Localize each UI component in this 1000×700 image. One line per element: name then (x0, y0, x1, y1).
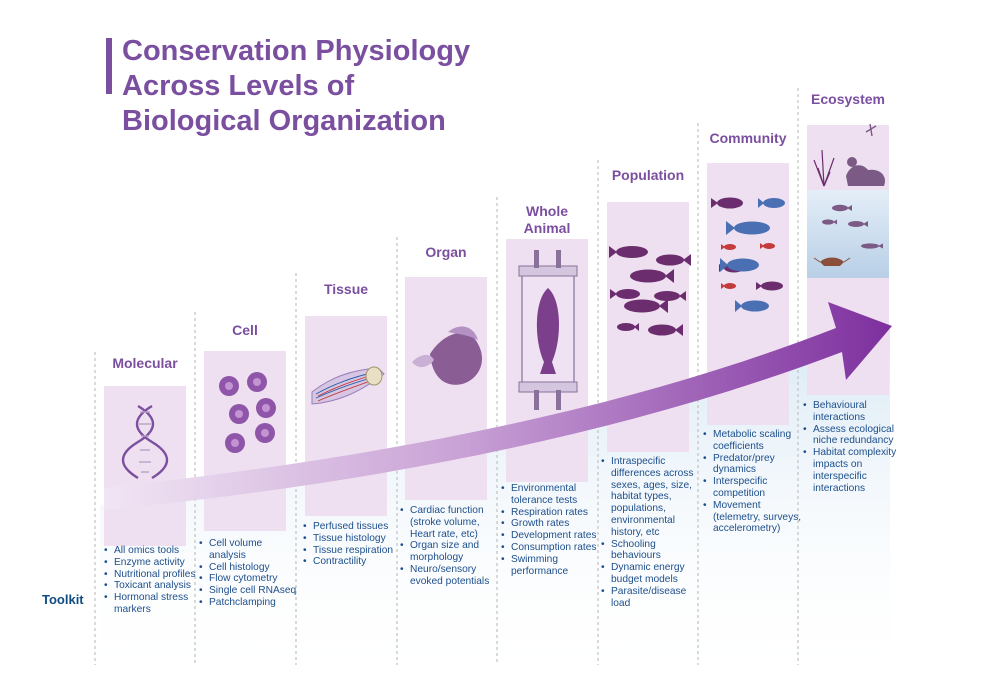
list-item: Swimming performance (501, 554, 605, 578)
fish-in-respirometer-icon (518, 250, 578, 410)
list-item: Behavioural interactions (803, 400, 903, 424)
list-item: Cardiac function (stroke volume, Heart r… (400, 505, 503, 540)
toolkit-list-tissue: Perfused tissues Tissue histology Tissue… (302, 521, 405, 568)
level-label-population: Population (611, 167, 685, 183)
list-item: Consumption rates (501, 542, 605, 554)
list-item: Environmental tolerance tests (501, 483, 605, 507)
organization-arrow (104, 302, 892, 510)
list-item: Parasite/disease load (601, 586, 705, 610)
mixed-fish-community-icon (711, 197, 785, 312)
list-item: Movement (telemetry, surveys, accelerome… (703, 500, 807, 535)
level-label-ecosystem: Ecosystem (811, 91, 885, 107)
list-item: Schooling behaviours (601, 539, 705, 563)
fish-school-icon (609, 246, 691, 336)
level-label-whole-animal: Whole Animal (523, 203, 571, 236)
toolkit-list-whole-animal: Environmental tolerance tests Respiratio… (500, 483, 605, 577)
title-line-1: Conservation Physiology (122, 35, 471, 67)
list-item: Development rates (501, 530, 605, 542)
title-accent-bar (106, 38, 112, 94)
level-label-organ: Organ (425, 244, 467, 260)
list-item: Interspecific competition (703, 476, 807, 500)
list-item: Enzyme activity (104, 557, 202, 569)
dna-double-helix-icon (121, 404, 169, 480)
list-item: Flow cytometry (199, 573, 301, 585)
toolkit-label: Toolkit (42, 592, 84, 607)
wetland-ecosystem-icon (807, 123, 889, 278)
list-item: Predator/prey dynamics (703, 453, 807, 477)
list-item: Nutritional profiles (104, 569, 202, 581)
title-line-3: Biological Organization (122, 105, 446, 137)
list-item: Organ size and morphology (400, 540, 503, 564)
list-item: Tissue respiration (303, 545, 405, 557)
toolkit-list-population: Intraspecific differences across sexes, … (600, 456, 705, 609)
list-item: Tissue histology (303, 533, 405, 545)
fish-heart-organ-icon (412, 326, 483, 385)
diagram-title: Conservation Physiology Across Levels of… (122, 34, 542, 139)
level-label-tissue: Tissue (323, 281, 369, 297)
list-item: Contractility (303, 556, 405, 568)
list-item: All omics tools (104, 545, 202, 557)
toolkit-list-ecosystem: Behavioural interactions Assess ecologic… (802, 400, 903, 494)
list-item: Patchclamping (199, 597, 301, 609)
list-item: Habitat complexity impacts on interspeci… (803, 447, 903, 494)
title-line-2: Across Levels of (122, 70, 355, 102)
list-item: Neuro/sensory evoked potentials (400, 564, 503, 588)
toolkit-list-cell: Cell volume analysis Cell histology Flow… (198, 538, 301, 609)
list-item: Dynamic energy budget models (601, 562, 705, 586)
level-label-community: Community (709, 130, 787, 146)
muscle-tissue-icon (311, 366, 385, 405)
level-label-cell: Cell (232, 322, 258, 338)
list-item: Metabolic scaling coefficients (703, 429, 807, 453)
list-item: Cell histology (199, 562, 301, 574)
list-item: Growth rates (501, 518, 605, 530)
toolkit-list-community: Metabolic scaling coefficients Predator/… (702, 429, 807, 535)
list-item: Toxicant analysis (104, 580, 202, 592)
cells-icon (219, 372, 276, 453)
list-item: Cell volume analysis (199, 538, 301, 562)
list-item: Assess ecological niche redundancy (803, 424, 903, 448)
list-item: Single cell RNAseq (199, 585, 301, 597)
toolkit-list-organ: Cardiac function (stroke volume, Heart r… (399, 505, 503, 588)
list-item: Perfused tissues (303, 521, 405, 533)
list-item: Respiration rates (501, 507, 605, 519)
level-label-molecular: Molecular (112, 355, 178, 371)
toolkit-list-molecular: All omics tools Enzyme activity Nutritio… (103, 545, 202, 616)
list-item: Intraspecific differences across sexes, … (601, 456, 705, 539)
list-item: Hormonal stress markers (104, 592, 202, 616)
